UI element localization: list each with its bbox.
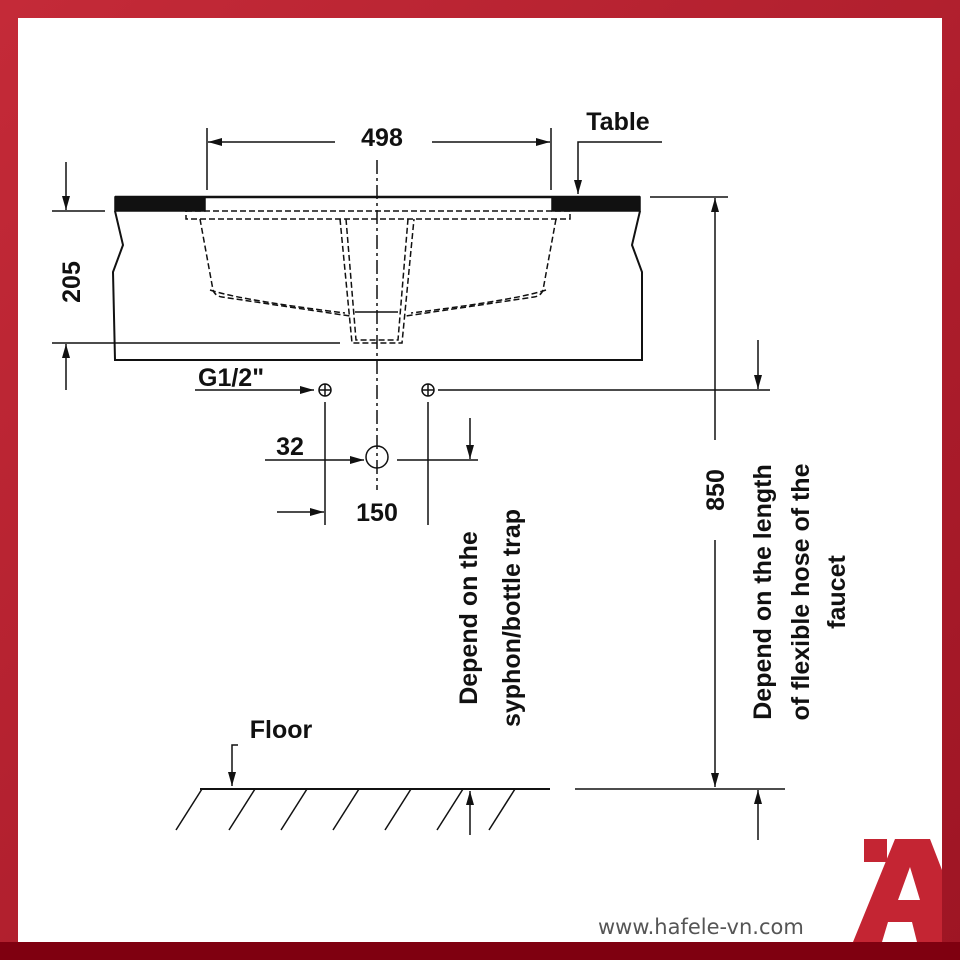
table-slab-left bbox=[114, 196, 206, 212]
floor-label: Floor bbox=[250, 716, 313, 744]
hafele-logo bbox=[853, 839, 942, 942]
hose-note-line-3: faucet bbox=[823, 555, 851, 629]
floor-leader bbox=[228, 744, 238, 786]
floor-hatch bbox=[175, 788, 516, 831]
width-dimension: 498 bbox=[361, 124, 403, 152]
hose-note-line-2: of flexible hose of the bbox=[787, 463, 815, 720]
table-leader bbox=[574, 141, 662, 194]
cabinet-outline bbox=[111, 210, 643, 361]
inlet-label: G1/2" bbox=[198, 364, 264, 392]
website-url[interactable]: www.hafele-vn.com bbox=[598, 915, 804, 939]
cabinet-height-dimension: 205 bbox=[58, 261, 86, 303]
bottom-strip bbox=[0, 942, 960, 960]
basin-hidden-lines bbox=[185, 210, 571, 344]
table-slab-right bbox=[551, 196, 641, 212]
syphon-note-line-1: Depend on the bbox=[455, 531, 483, 705]
hose-note-line-1: Depend on the length bbox=[749, 464, 777, 720]
crosshair-circle-icon bbox=[421, 383, 435, 397]
inlet-spacing-dimension: 150 bbox=[356, 499, 398, 527]
crosshair-circle-icon bbox=[318, 383, 332, 397]
circle-icon bbox=[365, 445, 389, 469]
syphon-note-line-2: syphon/bottle trap bbox=[498, 509, 526, 727]
drain-diameter-dimension: 32 bbox=[276, 433, 304, 461]
table-label: Table bbox=[586, 108, 650, 136]
total-height-dimension: 850 bbox=[702, 469, 730, 511]
